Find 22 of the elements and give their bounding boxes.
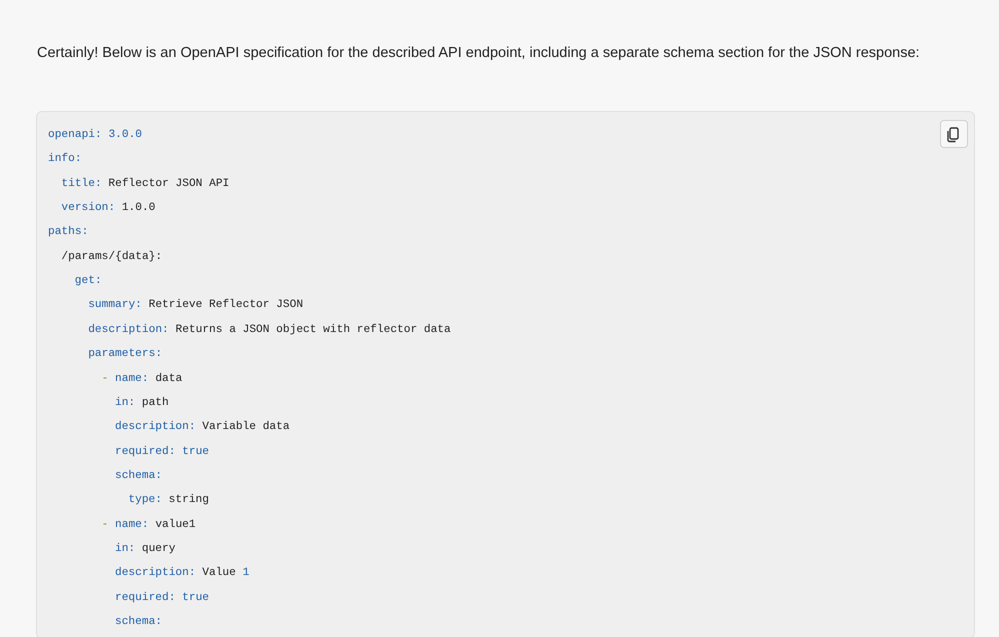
code-line: required: true	[115, 444, 210, 460]
code-line: schema:	[115, 614, 162, 630]
code-line: parameters:	[88, 347, 162, 362]
code-line: /params/{data}:	[61, 250, 162, 265]
code-line: in: path	[115, 396, 169, 411]
code-line: description: Variable data	[115, 420, 290, 436]
code-line: openapi: 3.0.0	[48, 128, 142, 143]
code-line: title: Reflector JSON API	[61, 176, 230, 192]
code-line: version: 1.0.0	[61, 200, 156, 216]
code-line: summary: Retrieve Reflector JSON	[88, 298, 304, 314]
code-line: required: true	[115, 590, 210, 606]
message-text: Certainly! Below is an OpenAPI specification for the described API endpoint, including a separate schema section for the JSON response:	[37, 44, 921, 63]
code-line: paths:	[48, 224, 88, 240]
code-line: - name: value1	[102, 518, 196, 533]
code-line: - name: data	[102, 372, 182, 386]
code-line: description: Value 1	[115, 566, 250, 582]
code-line: description: Returns a JSON object with reflector data	[88, 322, 451, 338]
code-line: info:	[48, 152, 82, 168]
code-line: in: query	[115, 542, 176, 557]
code-line: type: string	[128, 492, 209, 508]
code-line: schema:	[115, 468, 162, 484]
code-line: get:	[74, 274, 102, 290]
